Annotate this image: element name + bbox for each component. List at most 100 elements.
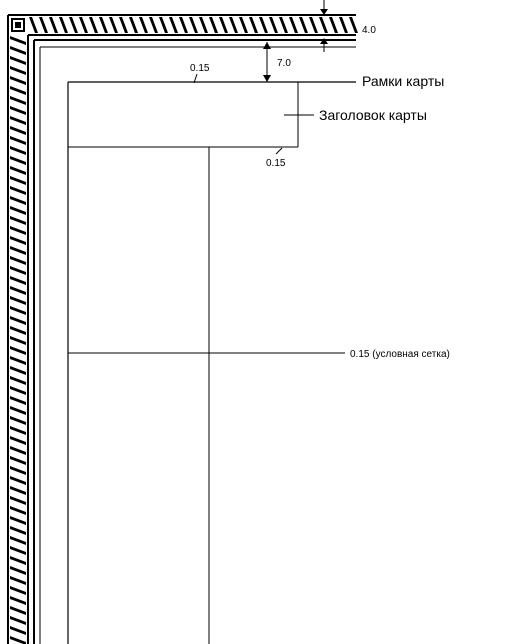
hatch-mark: [10, 606, 26, 615]
hatch-mark: [10, 226, 26, 235]
hatch-mark: [10, 196, 26, 205]
hatch-mark: [10, 266, 26, 275]
hatch-mark: [10, 236, 26, 245]
hatch-mark: [10, 436, 26, 445]
hatch-mark: [10, 156, 26, 165]
frame-label: Рамки карты: [362, 73, 444, 89]
hatch-mark: [10, 346, 26, 355]
hatch-mark: [99, 17, 108, 33]
hatch-mark: [109, 17, 118, 33]
hatch-mark: [10, 456, 26, 465]
hatch-mark: [10, 46, 26, 55]
hatch-mark: [10, 546, 26, 555]
hatch-mark: [10, 336, 26, 345]
gap-label: 7.0: [277, 58, 291, 69]
arrow-down-icon: [320, 9, 328, 15]
hatch-mark: [29, 17, 38, 33]
hatch-mark: [349, 17, 358, 33]
hatch-mark: [10, 366, 26, 375]
hatch-mark: [69, 17, 78, 33]
border-hatch-horizontal: [29, 17, 358, 33]
hatch-mark: [10, 276, 26, 285]
hatch-mark: [169, 17, 178, 33]
hatch-mark: [10, 626, 26, 635]
hatch-mark: [79, 17, 88, 33]
hatch-mark: [209, 17, 218, 33]
hatch-mark: [10, 466, 26, 475]
hatch-mark: [10, 316, 26, 325]
hatch-mark: [10, 636, 26, 644]
hatch-mark: [10, 146, 26, 155]
hatch-mark: [10, 616, 26, 625]
hatch-mark: [10, 386, 26, 395]
hatch-mark: [10, 126, 26, 135]
hatch-mark: [219, 17, 228, 33]
hatch-mark: [309, 17, 318, 33]
hatch-mark: [10, 206, 26, 215]
conditional-grid: 0.15 (условная сетка): [68, 147, 450, 644]
hatch-mark: [39, 17, 48, 33]
hatch-mark: [89, 17, 98, 33]
gap-dimension: 7.0: [263, 42, 291, 82]
arrow-up-icon: [263, 42, 271, 49]
decorative-border: [7, 14, 358, 644]
hatch-mark: [10, 286, 26, 295]
hatch-mark: [289, 17, 298, 33]
hatch-mark: [10, 576, 26, 585]
hatch-mark: [10, 356, 26, 365]
hatch-mark: [10, 106, 26, 115]
hatch-mark: [10, 56, 26, 65]
hatch-mark: [10, 426, 26, 435]
hatch-mark: [199, 17, 208, 33]
hatch-mark: [149, 17, 158, 33]
hatch-mark: [10, 486, 26, 495]
hatch-mark: [239, 17, 248, 33]
hatch-mark: [269, 17, 278, 33]
hatch-mark: [10, 476, 26, 485]
hatch-mark: [10, 446, 26, 455]
hatch-mark: [10, 36, 26, 45]
hatch-mark: [10, 326, 26, 335]
title-block-line-label: 0.15: [266, 158, 286, 169]
title-block-label: Заголовок карты: [319, 107, 427, 123]
hatch-mark: [10, 596, 26, 605]
hatch-mark: [299, 17, 308, 33]
hatch-mark: [259, 17, 268, 33]
hatch-mark: [10, 176, 26, 185]
hatch-mark: [49, 17, 58, 33]
hatch-mark: [10, 376, 26, 385]
hatch-mark: [279, 17, 288, 33]
hatch-mark: [10, 406, 26, 415]
hatch-mark: [10, 296, 26, 305]
title-block: Заголовок карты 0.15: [68, 82, 427, 169]
hatch-mark: [249, 17, 258, 33]
hatch-mark: [159, 17, 168, 33]
arrow-up-icon: [320, 38, 328, 44]
hatch-mark: [10, 516, 26, 525]
hatch-mark: [319, 17, 328, 33]
hatch-mark: [10, 216, 26, 225]
hatch-mark: [339, 17, 348, 33]
hatch-mark: [10, 496, 26, 505]
title-line-leader: [275, 147, 283, 155]
map-frame: 0.15 Рамки карты: [67, 63, 444, 644]
border-hatch-vertical: [10, 36, 26, 644]
hatch-mark: [10, 256, 26, 265]
hatch-mark: [10, 586, 26, 595]
hatch-mark: [10, 76, 26, 85]
hatch-mark: [10, 116, 26, 125]
hatch-mark: [59, 17, 68, 33]
hatch-mark: [179, 17, 188, 33]
hatch-mark: [129, 17, 138, 33]
hatch-mark: [10, 566, 26, 575]
hatch-mark: [329, 17, 338, 33]
hatch-mark: [229, 17, 238, 33]
frame-line-leader: [193, 73, 198, 84]
hatch-mark: [119, 17, 128, 33]
grid-label: 0.15 (условная сетка): [350, 349, 450, 360]
hatch-mark: [10, 556, 26, 565]
hatch-mark: [10, 506, 26, 515]
border-width-dimension: 4.0: [320, 0, 376, 52]
hatch-mark: [10, 96, 26, 105]
